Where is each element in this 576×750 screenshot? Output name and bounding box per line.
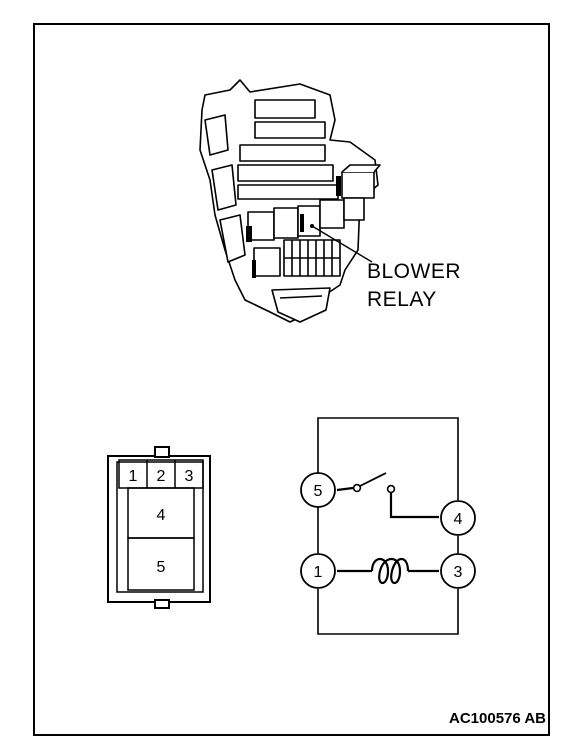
callout-line-2: RELAY bbox=[367, 288, 437, 311]
schematic-box-top bbox=[317, 417, 459, 500]
connector-pin-1: 1 bbox=[129, 468, 138, 485]
relay-coil bbox=[370, 557, 410, 585]
schematic-pin-1-circle bbox=[300, 553, 336, 589]
connector-pin-4: 4 bbox=[157, 507, 166, 524]
schematic-pin-4: 4 bbox=[454, 511, 463, 528]
schematic-pin-3-circle bbox=[440, 553, 476, 589]
schematic-pin-4-circle bbox=[440, 500, 476, 536]
connector-pin-2: 2 bbox=[157, 468, 166, 485]
schematic-pin-1: 1 bbox=[314, 564, 323, 581]
schematic-pin-5: 5 bbox=[314, 483, 323, 500]
figure-id: AC100576 AB bbox=[449, 710, 546, 727]
switch-contact-arm bbox=[359, 472, 387, 487]
schematic-pin-5-circle bbox=[300, 472, 336, 508]
connector-pin-3: 3 bbox=[185, 468, 194, 485]
callout-leader-line bbox=[311, 225, 373, 263]
callout-line-1: BLOWER bbox=[367, 260, 462, 283]
schematic-pin-3: 3 bbox=[454, 564, 463, 581]
connector-pin-5: 5 bbox=[157, 559, 166, 576]
figure-frame bbox=[33, 23, 550, 736]
blower-relay-callout: BLOWER RELAY bbox=[367, 258, 461, 314]
